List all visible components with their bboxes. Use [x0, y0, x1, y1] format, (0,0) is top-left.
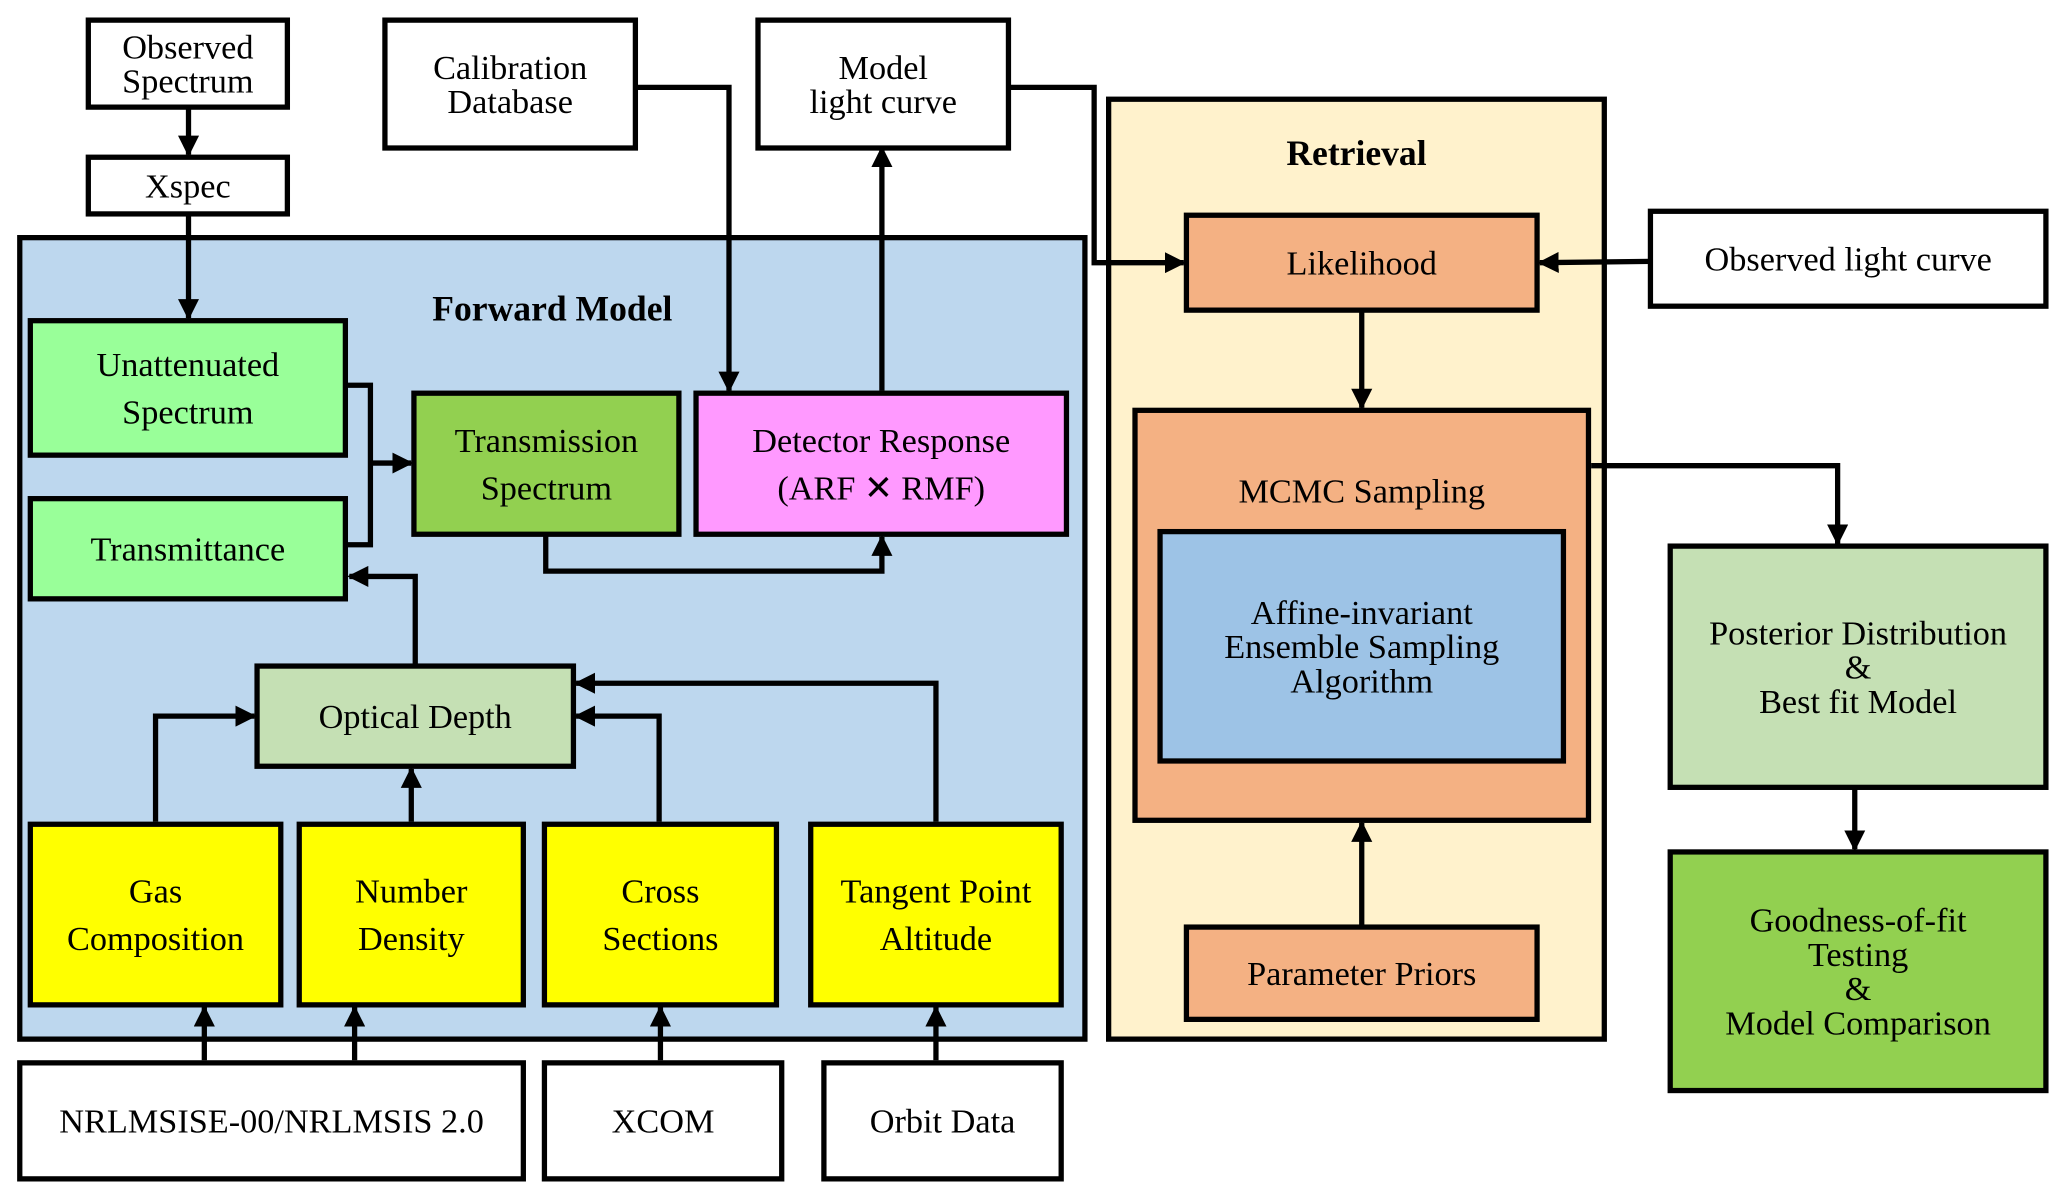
edge-observed-light-curve-to-likelihood: [1537, 251, 1651, 274]
orbit-data-box: [821, 1060, 1064, 1182]
node-detector-response: Detector Response (ARF ✕ RMF): [693, 390, 1070, 537]
cross-sections-box: [541, 821, 780, 1008]
optical-depth-box: [254, 663, 577, 769]
goodness-of-fit-label: Goodness-of-fit: [1750, 902, 1967, 940]
edge-model-light-curve-to-likelihood: [1008, 84, 1186, 274]
node-transmittance: Transmittance: [27, 496, 349, 602]
unattenuated-spectrum-label: Unattenuated: [97, 346, 280, 384]
retrieval-title: Retrieval: [1286, 133, 1426, 173]
tangent-point-altitude-box: [808, 821, 1064, 1008]
model-light-curve-box: [755, 17, 1012, 151]
parameter-priors-label: Parameter Priors: [1247, 955, 1476, 993]
node-xcom: XCOM: [541, 1060, 785, 1182]
edge-optical-depth-to-transmittance: [347, 565, 418, 667]
observed-spectrum-label: Observed: [122, 28, 253, 66]
node-parameter-priors: Parameter Priors: [1183, 924, 1540, 1022]
nodes: ObservedSpectrumXspecCalibrationDatabase…: [17, 17, 2049, 1182]
node-likelihood: Likelihood: [1183, 212, 1540, 313]
cross-sections-label: Cross: [621, 873, 699, 911]
edge-cross-sections-to-optical-depth: [573, 705, 662, 822]
nrlmsise-label: NRLMSISE-00/NRLMSIS 2.0: [59, 1103, 484, 1141]
posterior-distribution-label: Posterior Distribution: [1709, 614, 2007, 652]
likelihood-box: [1183, 212, 1540, 313]
model-light-curve-label: Model: [838, 49, 927, 87]
affine-invariant-label: Affine-invariant: [1251, 594, 1473, 632]
number-density-box: [296, 821, 526, 1008]
goodness-of-fit-box: [1667, 849, 2049, 1094]
node-nrlmsise: NRLMSISE-00/NRLMSIS 2.0: [17, 1060, 526, 1182]
optical-depth-label: Optical Depth: [319, 698, 512, 736]
transmission-spectrum-label: Transmission: [455, 422, 638, 460]
node-observed-light-curve: Observed light curve: [1647, 208, 2049, 309]
transmission-spectrum-box: [411, 390, 682, 537]
observed-spectrum-box: [85, 17, 291, 110]
calibration-database-label: Database: [447, 83, 573, 121]
unattenuated-spectrum-box: [27, 318, 349, 458]
xcom-box: [541, 1060, 785, 1182]
affine-invariant-label: Algorithm: [1290, 662, 1433, 700]
mcmc-sampling-label: MCMC Sampling: [1238, 473, 1485, 511]
detector-response-label: (ARF ✕ RMF): [777, 469, 985, 507]
edge-mcmc-to-posterior: [1591, 463, 1849, 546]
number-density-label: Number: [355, 873, 468, 911]
nrlmsise-box: [17, 1060, 526, 1182]
edge-gas-to-optical-depth: [152, 705, 257, 822]
edge-tangent-to-optical-depth: [573, 672, 939, 822]
transmittance-label: Transmittance: [90, 531, 285, 569]
edge-transmission-to-detector: [543, 534, 893, 574]
posterior-distribution-box: [1667, 543, 2049, 790]
observed-spectrum-label: Spectrum: [122, 63, 254, 101]
number-density-label: Density: [358, 920, 465, 958]
observed-light-curve-label: Observed light curve: [1704, 241, 1991, 279]
xspec-label: Xspec: [145, 167, 231, 205]
node-xspec: Xspec: [85, 154, 291, 217]
node-posterior-distribution: Posterior Distribution&Best fit Model: [1667, 543, 2049, 790]
parameter-priors-box: [1183, 924, 1540, 1022]
goodness-of-fit-label: &: [1845, 970, 1872, 1008]
transmission-spectrum-label: Spectrum: [481, 469, 613, 507]
forward-model-title: Forward Model: [432, 289, 672, 329]
affine-invariant-box: [1157, 528, 1567, 764]
xcom-label: XCOM: [612, 1103, 715, 1141]
transmittance-box: [27, 496, 349, 602]
node-optical-depth: Optical Depth: [254, 663, 577, 769]
xspec-box: [85, 154, 291, 217]
goodness-of-fit-label: Testing: [1808, 936, 1908, 974]
gas-composition-box: [27, 821, 284, 1008]
calibration-database-label: Calibration: [433, 49, 587, 87]
posterior-distribution-label: Best fit Model: [1759, 683, 1957, 721]
orbit-data-label: Orbit Data: [870, 1103, 1016, 1141]
calibration-database-box: [382, 17, 639, 151]
goodness-of-fit-label: Model Comparison: [1725, 1005, 1991, 1043]
observed-light-curve-box: [1647, 208, 2049, 309]
model-light-curve-label: light curve: [809, 83, 956, 121]
tangent-point-altitude-label: Tangent Point: [841, 873, 1032, 911]
gas-composition-label: Composition: [67, 920, 244, 958]
likelihood-label: Likelihood: [1287, 245, 1437, 283]
unattenuated-spectrum-label: Spectrum: [122, 394, 254, 432]
gas-composition-label: Gas: [129, 873, 182, 911]
posterior-distribution-label: &: [1845, 649, 1872, 687]
connectors: [152, 84, 1866, 1061]
edge-calibration-to-detector: [635, 84, 740, 393]
node-orbit-data: Orbit Data: [821, 1060, 1064, 1182]
cross-sections-label: Sections: [602, 920, 718, 958]
tangent-point-altitude-label: Altitude: [880, 920, 992, 958]
detector-response-box: [693, 390, 1070, 537]
detector-response-label: Detector Response: [752, 422, 1010, 460]
affine-invariant-label: Ensemble Sampling: [1224, 628, 1499, 666]
